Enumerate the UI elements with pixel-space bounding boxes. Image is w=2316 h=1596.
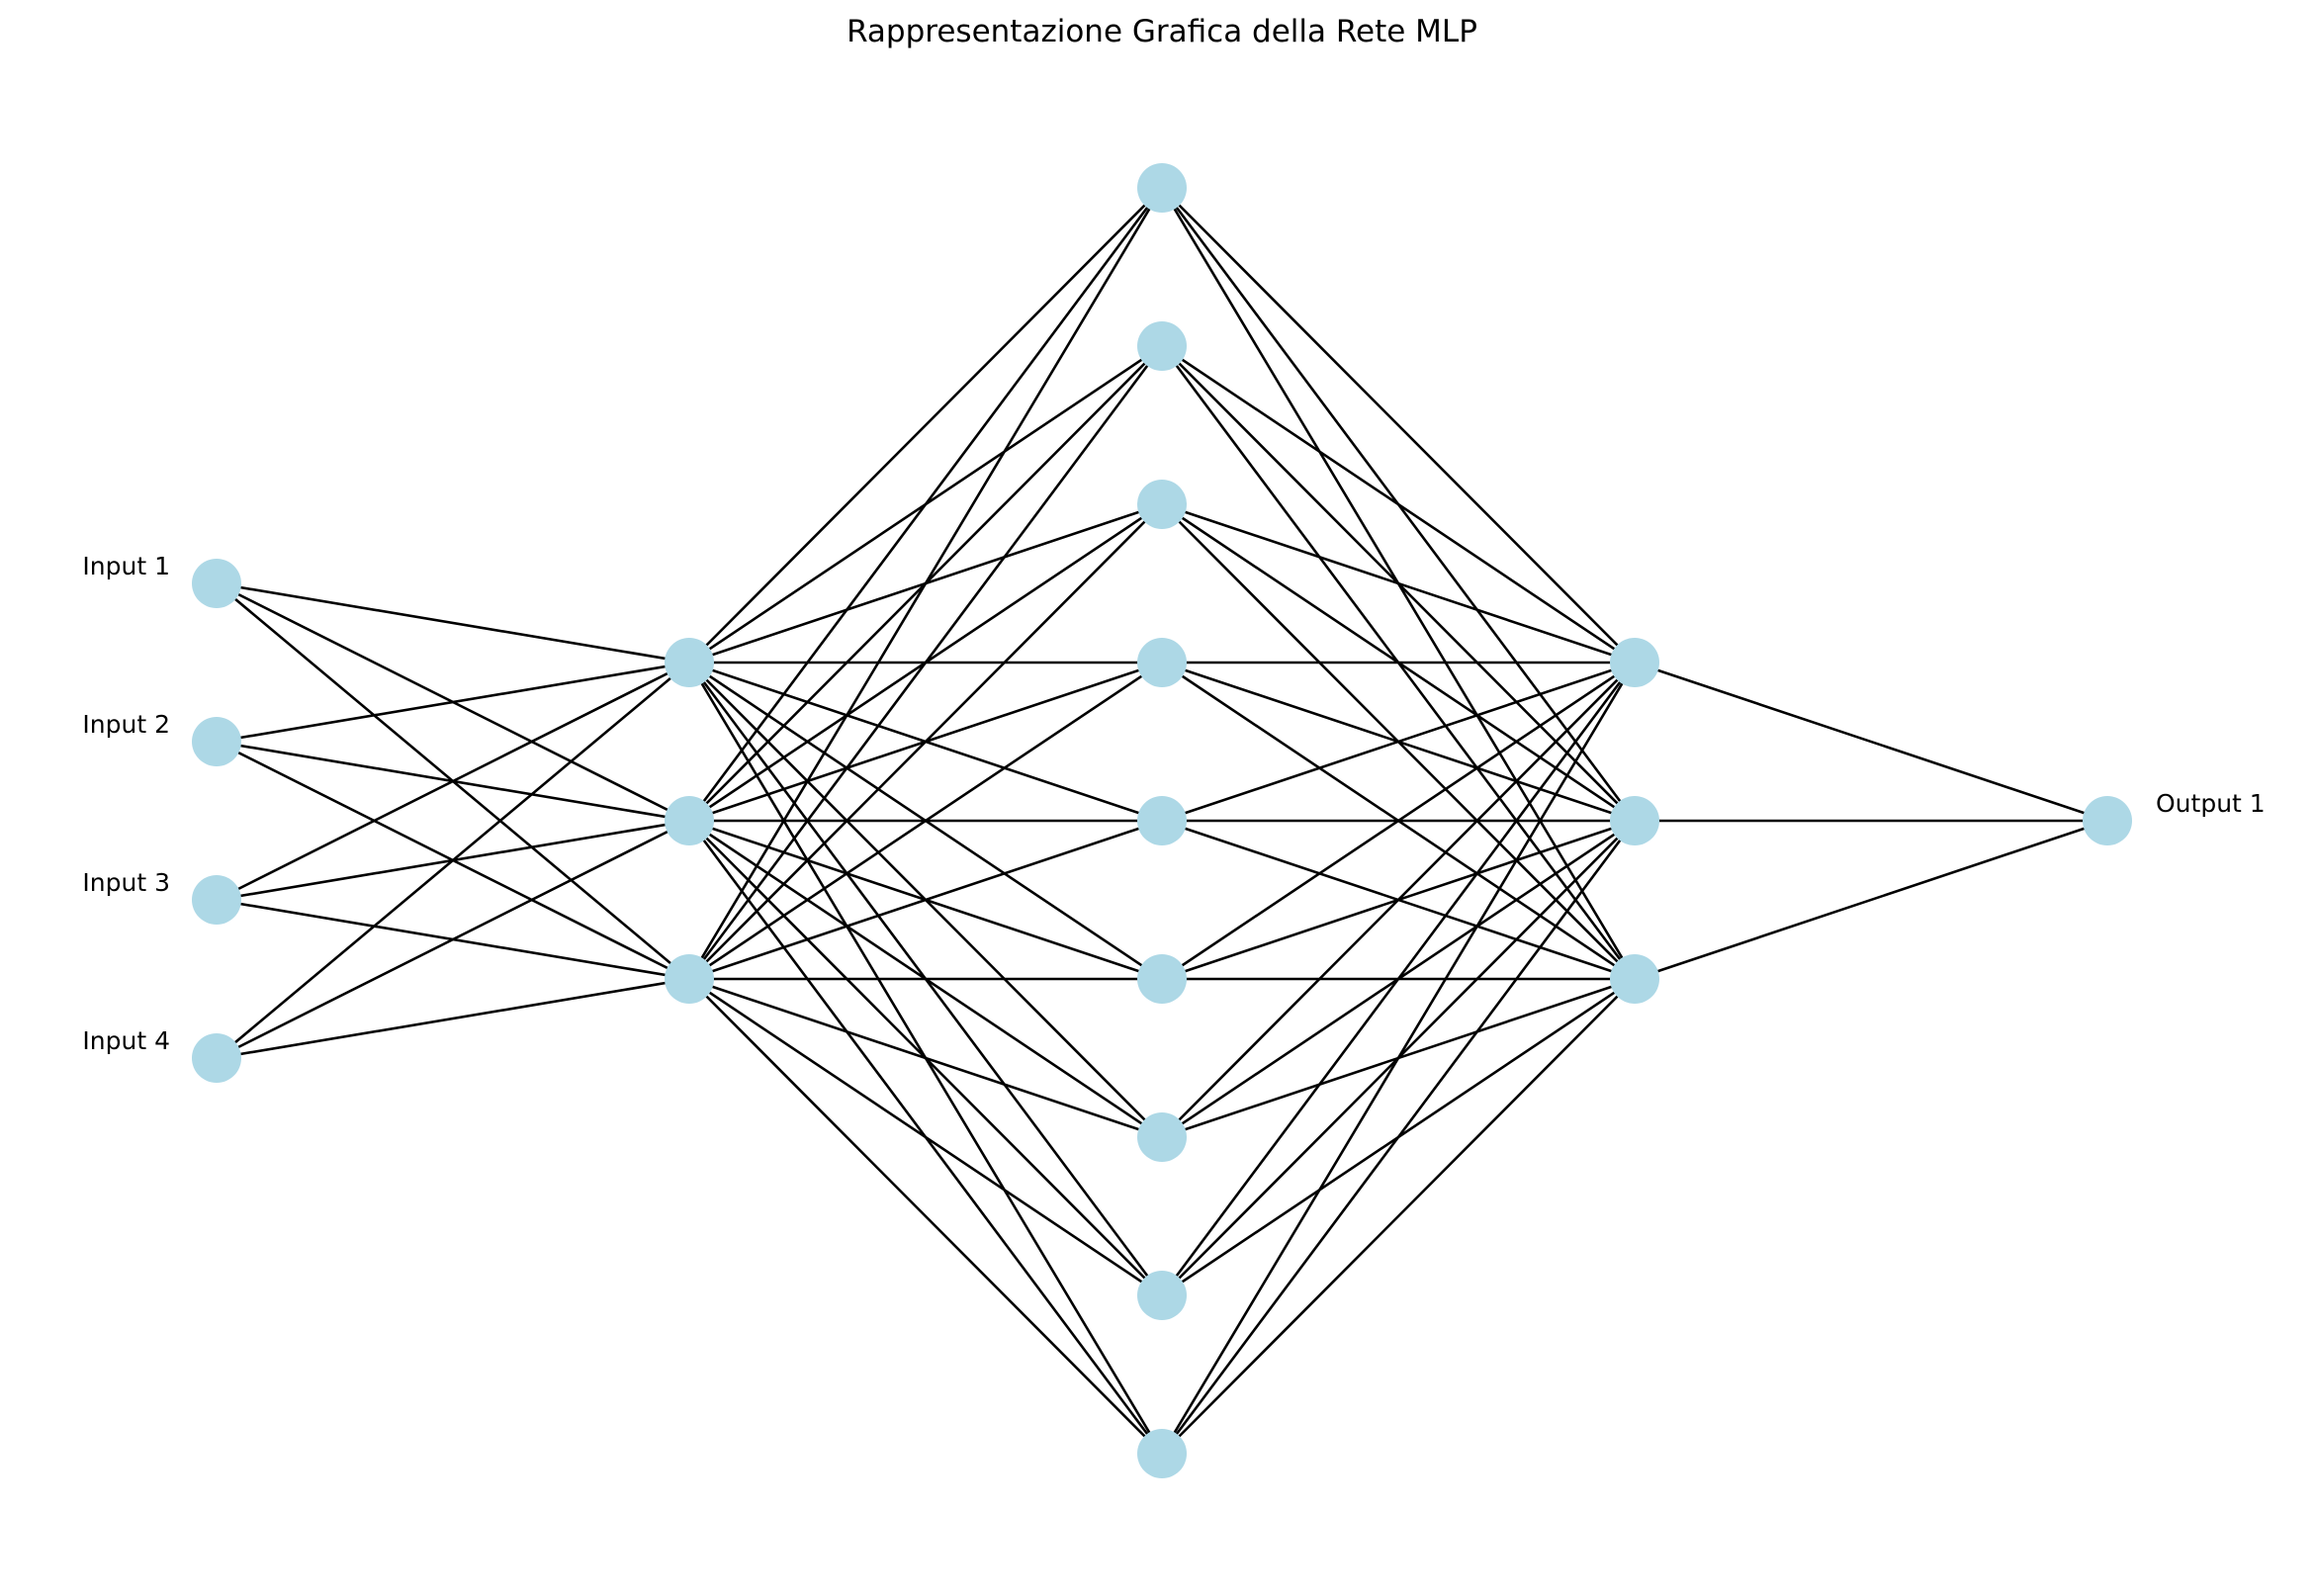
nodes-layer <box>192 163 2132 1478</box>
hidden1-node-3 <box>665 954 714 1004</box>
edge-l3-n7-to-l4-n1 <box>1161 662 1636 1138</box>
edge-l1-n4-to-l2-n3 <box>216 977 690 1060</box>
edge-l2-n3-to-l3-n2 <box>687 345 1164 980</box>
edge-l1-n4-to-l2-n1 <box>216 662 690 1059</box>
edge-l2-n3-to-l3-n9 <box>688 978 1163 1455</box>
edge-l2-n2-to-l3-n1 <box>687 187 1164 822</box>
edge-l2-n3-to-l3-n4 <box>688 661 1163 981</box>
edge-l2-n3-to-l3-n3 <box>688 503 1163 980</box>
edge-l2-n3-to-l3-n7 <box>688 977 1163 1139</box>
input-label-2: Input 2 <box>82 710 170 739</box>
hidden2-node-5 <box>1137 796 1187 845</box>
input-node-4 <box>192 1033 241 1083</box>
hidden1-node-1 <box>665 638 714 687</box>
hidden2-node-1 <box>1137 163 1187 213</box>
hidden3-node-3 <box>1610 954 1659 1004</box>
input-node-2 <box>192 717 241 766</box>
edge-l3-n6-to-l4-n1 <box>1161 661 1636 981</box>
edge-l1-n2-to-l2-n1 <box>216 661 690 744</box>
edge-l2-n3-to-l3-n5 <box>688 819 1163 981</box>
hidden2-node-6 <box>1137 954 1187 1004</box>
edge-l3-n9-to-l4-n3 <box>1161 978 1636 1455</box>
edge-l3-n5-to-l4-n1 <box>1161 661 1636 823</box>
input-node-3 <box>192 875 241 925</box>
labels-layer: Input 1 Input 2 Input 3 Input 4 Output 1 <box>82 552 2265 1055</box>
hidden2-node-3 <box>1137 480 1187 529</box>
edge-l4-n3-to-l5-n1 <box>1634 819 2108 981</box>
edge-l3-n9-to-l4-n1 <box>1160 662 1637 1455</box>
output-label-1: Output 1 <box>2156 789 2266 818</box>
edge-l3-n1-to-l4-n1 <box>1161 187 1636 664</box>
input-node-1 <box>192 559 241 608</box>
hidden2-node-9 <box>1137 1429 1187 1478</box>
hidden2-node-4 <box>1137 638 1187 687</box>
input-label-3: Input 3 <box>82 868 170 897</box>
edge-l4-n1-to-l5-n1 <box>1634 661 2108 823</box>
hidden2-node-7 <box>1137 1112 1187 1162</box>
edges-layer <box>216 187 2108 1455</box>
edge-l2-n3-to-l3-n8 <box>688 977 1163 1297</box>
edge-l2-n3-to-l3-n1 <box>687 187 1164 980</box>
diagram-title: Rappresentazione Grafica della Rete MLP <box>846 14 1477 49</box>
output-node-1 <box>2083 796 2132 845</box>
edge-l3-n9-to-l4-n2 <box>1160 820 1637 1455</box>
hidden3-node-2 <box>1610 796 1659 845</box>
hidden2-node-2 <box>1137 321 1187 371</box>
edge-l3-n8-to-l4-n1 <box>1160 662 1637 1296</box>
edge-l3-n3-to-l4-n1 <box>1161 502 1636 665</box>
edge-l1-n4-to-l2-n2 <box>216 819 690 1060</box>
edge-l2-n1-to-l3-n1 <box>688 187 1163 664</box>
input-label-4: Input 4 <box>82 1026 170 1055</box>
hidden3-node-1 <box>1610 638 1659 687</box>
edge-l3-n2-to-l4-n1 <box>1161 344 1636 665</box>
input-label-1: Input 1 <box>82 552 170 580</box>
edge-l1-n1-to-l2-n1 <box>216 581 690 665</box>
hidden2-node-8 <box>1137 1271 1187 1320</box>
edge-l1-n3-to-l2-n1 <box>216 661 690 902</box>
hidden1-node-2 <box>665 796 714 845</box>
